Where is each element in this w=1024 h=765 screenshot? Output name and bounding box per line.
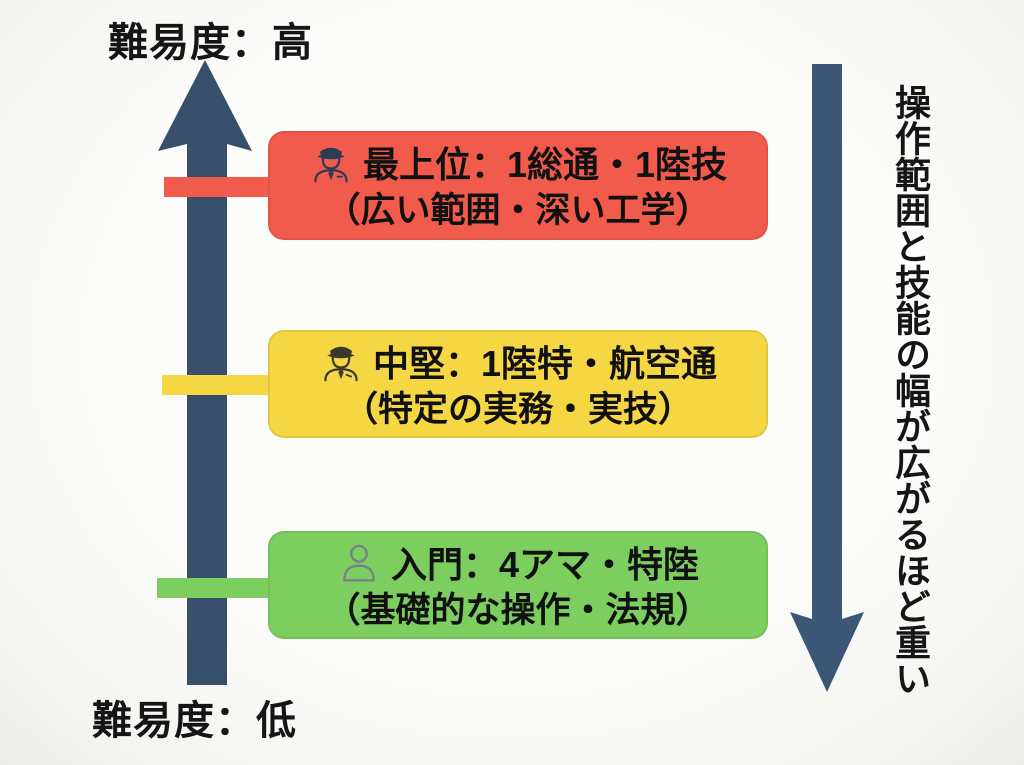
level-entry-title-row: 入門：4アマ・特陸	[270, 536, 766, 588]
police-officer-icon	[314, 147, 348, 183]
connector-level-entry	[157, 578, 304, 598]
level-entry-title: 入門：4アマ・特陸	[390, 544, 700, 585]
difficulty-low-label: 難易度：低	[92, 699, 297, 743]
level-box-top: 最上位：1総通・1陸技 （広い範囲・深い工学）	[268, 131, 768, 240]
difficulty-high-label: 難易度：高	[108, 21, 313, 65]
level-middle-title-row: 中堅：1陸特・航空通	[270, 335, 766, 387]
level-top-subtitle: （広い範囲・深い工学）	[325, 191, 711, 230]
person-icon	[343, 544, 375, 582]
level-top-title-row: 最上位：1総通・1陸技	[270, 136, 766, 188]
level-middle-subtitle: （特定の実務・実技）	[342, 390, 693, 429]
difficulty-up-arrow-icon	[158, 60, 252, 685]
level-top-title: 最上位：1総通・1陸技	[362, 144, 728, 185]
weight-down-arrow-icon	[790, 64, 864, 692]
right-axis-caption: 操作範囲と技能の幅が広がるほど重い	[890, 84, 931, 696]
level-entry-subtitle: （基礎的な操作・法規）	[325, 591, 711, 630]
level-box-entry: 入門：4アマ・特陸 （基礎的な操作・法規）	[268, 531, 768, 639]
pilot-officer-icon	[324, 346, 358, 382]
level-middle-title: 中堅：1陸特・航空通	[372, 343, 718, 384]
level-box-middle: 中堅：1陸特・航空通 （特定の実務・実技）	[268, 330, 768, 438]
